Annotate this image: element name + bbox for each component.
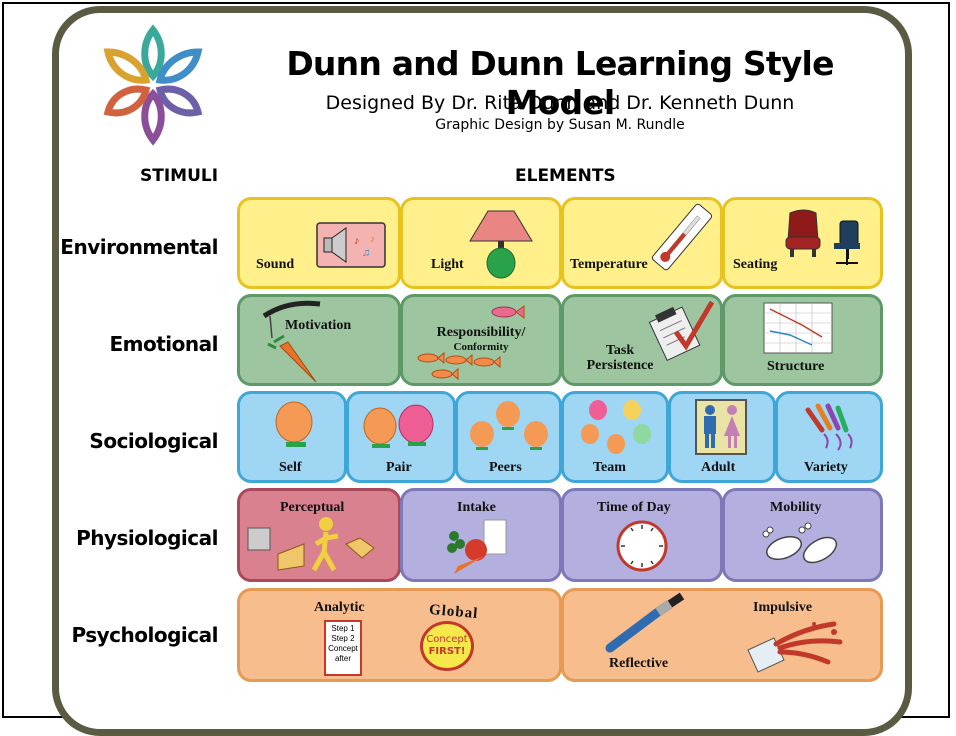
analytic-concept: Concept	[328, 644, 358, 653]
footprints-icon	[762, 522, 838, 564]
paintbrush-icon	[605, 592, 685, 653]
label-motivation: Motivation	[285, 318, 352, 333]
row-label-sociological: Sociological	[89, 429, 218, 453]
row-label-physiological: Physiological	[76, 526, 218, 550]
elements-header: ELEMENTS	[515, 166, 616, 186]
people-sign-icon	[695, 399, 747, 455]
global-concept: Concept	[426, 634, 468, 645]
row-label-environmental: Environmental	[60, 235, 218, 259]
senses-icon	[247, 517, 375, 572]
label-sound: Sound	[256, 257, 295, 272]
label-light: Light	[431, 257, 464, 272]
row-label-emotional: Emotional	[109, 332, 219, 356]
crayons-icon	[805, 403, 853, 451]
lamp-icon	[469, 210, 533, 279]
label-pair: Pair	[386, 460, 412, 475]
element-temperature	[561, 197, 723, 289]
pair-heads-icon	[363, 404, 434, 448]
svg-text:♫: ♫	[362, 247, 370, 259]
speaker-icon: ♪ ♫ ♪	[316, 222, 386, 268]
head-icon	[275, 401, 313, 447]
label-intake: Intake	[457, 500, 496, 515]
svg-text:♪: ♪	[354, 235, 360, 247]
spilled-cup-icon	[747, 621, 843, 673]
clock-icon	[616, 520, 668, 572]
label-perceptual: Perceptual	[280, 500, 345, 515]
label-analytic: Analytic	[314, 600, 365, 615]
global-first: FIRST!	[428, 646, 466, 657]
peers-heads-icon	[470, 401, 548, 450]
chart-icon	[763, 302, 833, 354]
label-adult: Adult	[701, 460, 736, 475]
label-self: Self	[279, 460, 302, 475]
svg-text:♪: ♪	[370, 234, 375, 245]
fish-icon	[417, 305, 525, 381]
page-subtitle: Designed By Dr. Rita Dunn and Dr. Kennet…	[325, 92, 795, 114]
label-conformity: Conformity	[453, 341, 509, 353]
label-variety: Variety	[804, 460, 848, 475]
logo-flower-icon	[103, 24, 203, 146]
analytic-card: Step 1 Step 2 Concept after	[324, 620, 362, 676]
element-reflective-impulsive	[561, 588, 883, 682]
carrot-stick-icon	[262, 300, 321, 383]
label-responsibility: Responsibility/	[436, 325, 526, 340]
element-light	[400, 197, 562, 289]
element-intake	[400, 488, 562, 582]
food-icon	[447, 519, 507, 574]
chairs-icon	[785, 209, 860, 265]
stimuli-header: STIMULI	[140, 166, 219, 186]
label-structure: Structure	[767, 359, 825, 374]
label-peers: Peers	[489, 460, 522, 475]
analytic-step-1: Step 1	[331, 624, 355, 633]
team-heads-icon	[581, 400, 651, 454]
global-badge: Concept FIRST!	[420, 621, 474, 671]
analytic-step-2: Step 2	[331, 634, 355, 643]
label-team: Team	[593, 460, 626, 475]
label-seating: Seating	[733, 257, 778, 272]
label-task: Task	[605, 343, 635, 358]
thermometer-icon	[651, 203, 713, 271]
label-time-of-day: Time of Day	[597, 500, 671, 515]
element-mobility	[722, 488, 883, 582]
row-label-psychological: Psychological	[71, 623, 218, 647]
analytic-after: after	[334, 654, 351, 663]
element-analytic-global	[237, 588, 562, 682]
design-credit: Graphic Design by Susan M. Rundle	[435, 117, 685, 133]
element-responsibility	[400, 294, 562, 386]
clipboard-check-icon	[648, 300, 715, 362]
element-pair	[346, 391, 456, 483]
label-reflective: Reflective	[609, 656, 669, 671]
label-impulsive: Impulsive	[753, 600, 813, 615]
element-motivation	[237, 294, 401, 386]
label-persistence: Persistence	[586, 358, 654, 373]
page-title: Dunn and Dunn Learning Style Model	[286, 44, 834, 122]
label-mobility: Mobility	[770, 500, 822, 515]
label-temperature: Temperature	[570, 257, 648, 272]
